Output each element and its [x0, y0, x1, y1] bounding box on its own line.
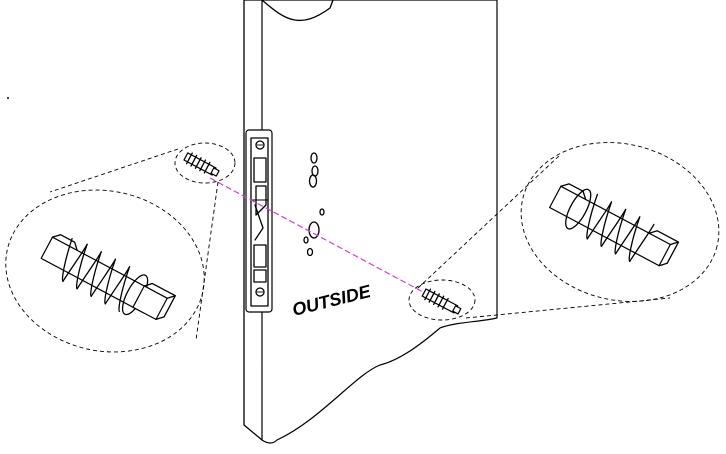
right-spindle-detail: [417, 142, 720, 319]
spindle-alignment-axis: [209, 177, 439, 301]
spindle-with-spring-icon: [40, 234, 176, 321]
spindle-with-spring-icon: [549, 183, 680, 267]
left-spindle-small: [174, 142, 236, 184]
stray-mark: [7, 97, 9, 99]
door-holes: [303, 152, 325, 257]
door-slab: [243, 0, 498, 444]
right-spindle-small: [408, 279, 476, 321]
mortise-lock-faceplate: [245, 129, 273, 313]
left-spindle-detail: [5, 148, 219, 353]
